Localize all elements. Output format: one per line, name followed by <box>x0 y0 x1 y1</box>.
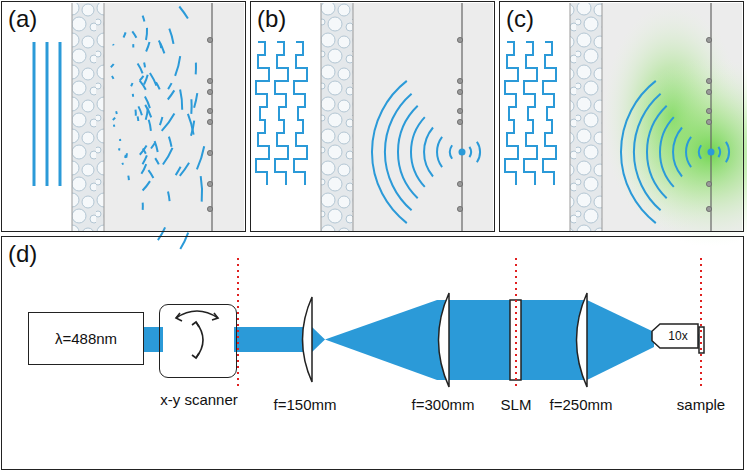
component-label: SLM <box>501 396 532 413</box>
panel-letter: (c) <box>506 5 534 33</box>
laser-box: λ=488nm <box>28 312 144 365</box>
panel-c: (c) <box>499 1 744 232</box>
panel-letter: (d) <box>8 240 37 268</box>
focal-length: f=300mm <box>412 396 475 413</box>
panel-a: (a) <box>1 1 246 232</box>
panel-letter: (b) <box>257 5 286 33</box>
objective-lens: 10x <box>651 323 699 349</box>
panel-d: (d) λ=488nm x-y scanner 10x <box>1 236 744 470</box>
component-label: sample <box>677 396 725 413</box>
node-label: 10x <box>662 329 687 343</box>
node-label: x-y scanner <box>160 391 238 408</box>
panel-letter: (a) <box>8 5 37 33</box>
node-label: λ=488nm <box>55 330 117 347</box>
focal-length: f=250mm <box>550 396 613 413</box>
panel-b: (b) <box>250 1 495 232</box>
scanner-box: x-y scanner <box>159 304 237 378</box>
focal-length: f=150mm <box>274 396 337 413</box>
